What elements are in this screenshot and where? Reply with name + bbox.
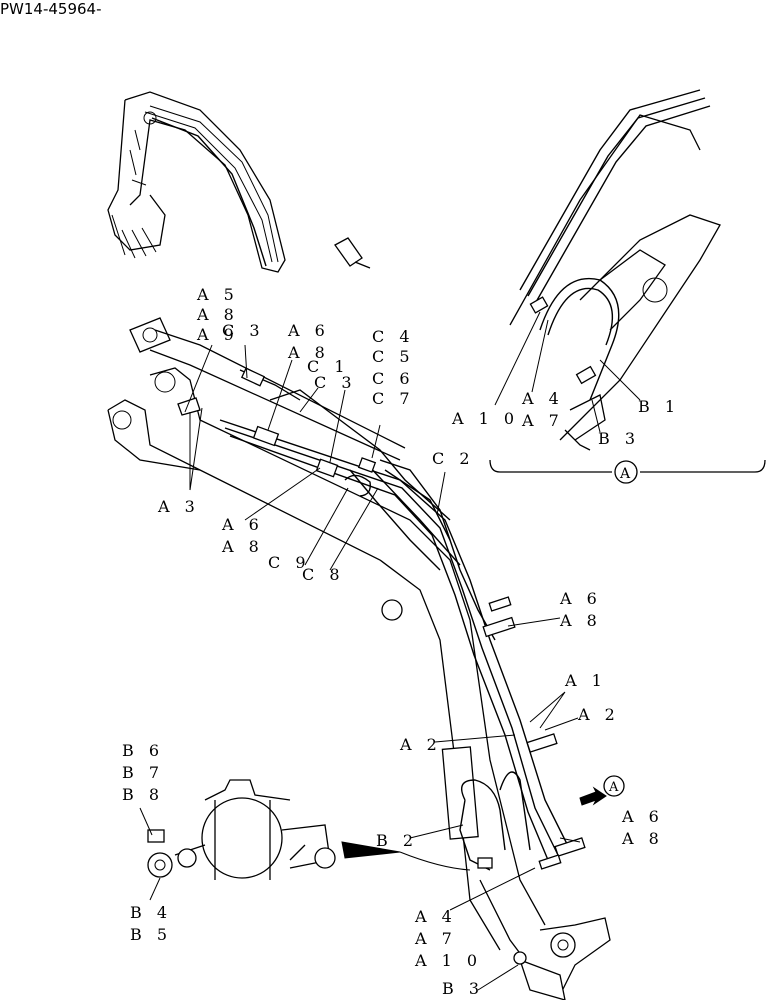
label-a7-detail: A 7 xyxy=(521,411,564,430)
label-c7: C 7 xyxy=(372,389,415,408)
label-b3-bottom: B 3 xyxy=(442,979,484,998)
drawing-code: PW14-45964- xyxy=(0,0,102,18)
label-c6: C 6 xyxy=(372,369,415,388)
detail-a-marker: A xyxy=(619,466,631,482)
view-a-direction-arrow: A xyxy=(579,775,625,806)
label-a8-3: A 8 xyxy=(559,611,602,630)
label-a6-4: A 6 xyxy=(621,807,664,826)
label-a6-1: A 6 xyxy=(287,321,330,340)
label-a6-3: A 6 xyxy=(559,589,602,608)
label-a8-1: A 8 xyxy=(287,343,330,362)
label-c3-mid: C 3 xyxy=(314,373,357,392)
label-a10-detail: A 1 0 xyxy=(451,409,519,428)
label-c5: C 5 xyxy=(372,347,415,366)
excavator-overview-thumbnail xyxy=(107,91,286,273)
coupler-part-icon xyxy=(334,237,371,269)
label-c1: C 1 xyxy=(307,357,350,376)
label-a8-4: A 8 xyxy=(621,829,664,848)
label-b6: B 6 xyxy=(122,741,164,760)
detail-bottom-left xyxy=(147,779,471,880)
label-b8: B 8 xyxy=(122,785,164,804)
callout-labels: A 5 A 8 A 9 C 3 A 6 A 8 C 1 C 3 C 4 C 5 … xyxy=(122,285,680,998)
label-a8-top: A 8 xyxy=(196,305,239,324)
label-a6-2: A 6 xyxy=(221,515,264,534)
label-a5: A 5 xyxy=(196,285,239,304)
label-c2: C 2 xyxy=(432,449,475,468)
label-b7: B 7 xyxy=(122,763,164,782)
leader-lines xyxy=(139,311,641,991)
label-a4-detail: A 4 xyxy=(521,389,564,408)
label-b3-detail: B 3 xyxy=(598,429,640,448)
arm-assembly xyxy=(107,317,611,1000)
label-c8: C 8 xyxy=(302,565,345,584)
label-a7-bottom: A 7 xyxy=(414,929,457,948)
label-a1: A 1 xyxy=(564,671,607,690)
hose-bundle xyxy=(219,389,586,871)
view-a-marker: A xyxy=(608,780,619,795)
label-a2-right: A 2 xyxy=(577,705,620,724)
label-a2-left: A 2 xyxy=(399,735,442,754)
label-a3: A 3 xyxy=(157,497,200,516)
label-c9: C 9 xyxy=(268,553,311,572)
label-a9: A 9 xyxy=(196,325,239,344)
label-a10-bottom: A 1 0 xyxy=(414,951,482,970)
label-b4-left: B 4 xyxy=(130,903,172,922)
detail-a-view: A xyxy=(489,89,766,484)
label-b1: B 1 xyxy=(638,397,680,416)
label-c4: C 4 xyxy=(372,327,415,346)
label-b2: B 2 xyxy=(376,831,418,850)
label-a8-2: A 8 xyxy=(221,537,264,556)
label-a4-bottom: A 4 xyxy=(414,907,457,926)
label-c3-top: C 3 xyxy=(222,321,265,340)
label-b5: B 5 xyxy=(130,925,172,944)
